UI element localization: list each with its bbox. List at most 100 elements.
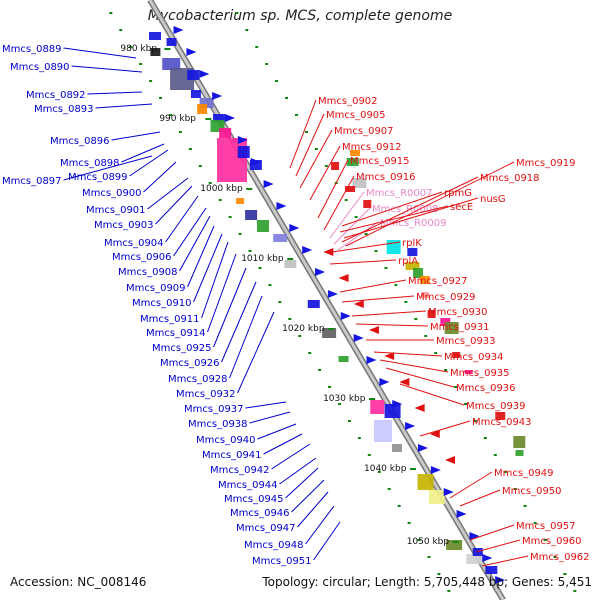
track-tick — [304, 131, 308, 133]
gene-feature — [166, 38, 177, 46]
gene-feature — [217, 138, 248, 182]
forward-gene-arrow — [353, 334, 364, 342]
reverse-gene-label: Mmcs_0939 — [466, 401, 526, 412]
gene-feature — [466, 554, 483, 564]
track-tick — [473, 420, 477, 422]
forward-gene-label: Mmcs_0945 — [224, 494, 284, 505]
track-tick — [248, 250, 252, 252]
genome-stats: Topology: circular; Length: 5,705,448 bp… — [262, 575, 592, 589]
gene-feature — [307, 300, 320, 308]
forward-gene-leader — [207, 253, 237, 333]
gene-feature — [407, 248, 418, 256]
kbp-mark-tick — [410, 468, 417, 470]
forward-gene-arrow — [495, 576, 506, 584]
forward-gene-label: Mmcs_0898 — [60, 158, 120, 169]
track-tick — [503, 471, 507, 473]
forward-gene-label: Mmcs_0901 — [86, 205, 146, 216]
reverse-gene-label: Mmcs_0902 — [318, 96, 378, 107]
gene-feature — [446, 540, 463, 550]
forward-gene-leader — [121, 143, 165, 163]
track-tick — [377, 471, 381, 473]
forward-gene-arrow — [224, 114, 235, 122]
map-title: Mycobacterium sp. MCS, complete genome — [147, 8, 453, 24]
reverse-gene-label: Mmcs_0934 — [444, 352, 504, 363]
forward-gene-arrow — [289, 224, 300, 232]
track-tick — [394, 284, 398, 286]
track-tick — [404, 301, 408, 303]
reverse-gene-label: rpmG — [444, 188, 472, 199]
forward-gene-arrow — [366, 356, 377, 364]
forward-gene-label: Mmcs_0944 — [218, 480, 278, 491]
gene-feature — [513, 436, 526, 448]
forward-gene-arrow — [482, 554, 493, 562]
gene-feature — [421, 292, 430, 298]
track-tick — [258, 267, 262, 269]
reverse-gene-leader — [339, 205, 449, 233]
forward-gene-leader — [95, 103, 153, 109]
forward-gene-label: Mmcs_0947 — [236, 523, 296, 534]
forward-gene-leader — [173, 207, 207, 257]
track-tick — [364, 233, 368, 235]
accession-text: Accession: NC_008146 — [10, 575, 147, 589]
gene-feature — [322, 328, 337, 338]
forward-gene-leader — [87, 91, 143, 95]
kbp-mark-label: 980 kbp — [120, 44, 157, 54]
track-tick — [228, 216, 232, 218]
reverse-gene-label: Mmcs_0919 — [516, 158, 576, 169]
gene-feature — [245, 210, 258, 220]
reverse-gene-label: Mmcs_0957 — [516, 521, 576, 532]
track-tick — [285, 97, 289, 99]
forward-gene-arrow — [327, 290, 338, 298]
reverse-gene-leader — [333, 207, 371, 245]
forward-gene-arrow — [199, 70, 210, 78]
forward-gene-label: Mmcs_0909 — [126, 283, 186, 294]
track-tick — [563, 573, 567, 575]
gene-feature — [346, 158, 359, 166]
reverse-gene-label: nusG — [480, 194, 506, 205]
track-tick — [129, 46, 133, 48]
reverse-gene-leader — [419, 420, 471, 437]
forward-gene-label: Mmcs_0914 — [146, 328, 206, 339]
forward-gene-arrow — [392, 400, 403, 408]
track-tick — [238, 233, 242, 235]
track-tick — [387, 488, 391, 490]
reverse-gene-leader — [385, 367, 455, 388]
track-tick — [245, 29, 249, 31]
track-tick — [198, 165, 202, 167]
reverse-gene-arrow — [368, 326, 379, 334]
gene-feature — [427, 310, 436, 318]
track-tick — [208, 182, 212, 184]
forward-gene-leader — [63, 155, 153, 181]
kbp-mark-label: 1010 kbp — [241, 254, 284, 264]
forward-gene-arrow — [212, 92, 223, 100]
reverse-gene-arrow — [399, 378, 410, 386]
forward-gene-leader — [193, 233, 223, 303]
reverse-gene-leader — [317, 159, 349, 219]
track-tick — [255, 46, 259, 48]
gene-feature — [350, 150, 361, 156]
forward-gene-leader — [257, 423, 297, 440]
gene-feature — [452, 352, 461, 358]
forward-gene-label: Mmcs_0942 — [210, 465, 270, 476]
kbp-mark-label: 1020 kbp — [282, 324, 325, 334]
forward-gene-leader — [249, 411, 291, 424]
gene-feature — [149, 32, 162, 40]
track-tick — [178, 131, 182, 133]
gene-feature — [515, 450, 524, 456]
track-tick — [328, 386, 332, 388]
reverse-gene-leader — [475, 539, 521, 553]
track-tick — [159, 97, 163, 99]
reverse-gene-arrow — [353, 300, 364, 308]
reverse-gene-leader — [343, 197, 479, 239]
gene-feature — [338, 356, 349, 362]
gene-feature — [212, 114, 225, 122]
forward-gene-arrow — [237, 136, 248, 144]
track-tick — [367, 454, 371, 456]
forward-gene-label: Mmcs_0906 — [112, 252, 172, 263]
forward-gene-arrow — [186, 48, 197, 56]
track-tick — [265, 63, 269, 65]
forward-gene-label: Mmcs_0897 — [2, 176, 62, 187]
reverse-gene-label: Mmcs_0912 — [342, 142, 402, 153]
forward-gene-leader — [165, 195, 199, 243]
forward-gene-label: Mmcs_0938 — [188, 419, 248, 430]
